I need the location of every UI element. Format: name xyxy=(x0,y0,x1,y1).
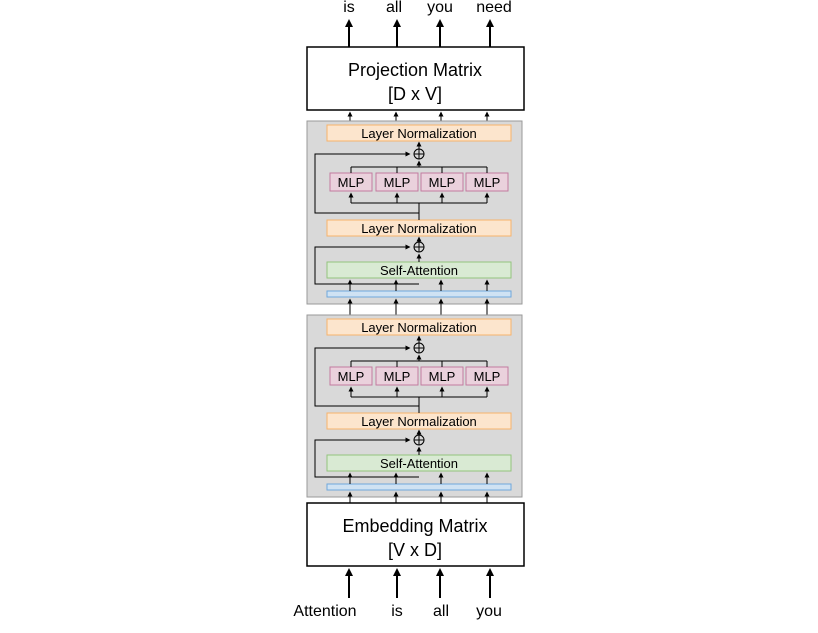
input-token: you xyxy=(476,603,502,620)
projection-matrix: Projection Matrix [D x V] xyxy=(306,46,525,111)
transformer-block: Layer Normalization MLP MLP MLP MLP Laye… xyxy=(306,314,523,498)
layer-norm-label: Layer Normalization xyxy=(361,414,477,429)
mlp-label: MLP xyxy=(338,369,365,384)
mlp-label: MLP xyxy=(429,369,456,384)
mlp-label: MLP xyxy=(384,175,411,190)
input-bar xyxy=(326,483,512,491)
input-bar xyxy=(326,290,512,298)
output-tokens: is all you need xyxy=(343,0,512,16)
mlp-label: MLP xyxy=(338,175,365,190)
embedding-dims: [V x D] xyxy=(388,540,442,560)
layer-norm-label: Layer Normalization xyxy=(361,221,477,236)
embedding-matrix: Embedding Matrix [V x D] xyxy=(306,502,525,567)
output-arrows xyxy=(345,19,494,47)
projection-title: Projection Matrix xyxy=(348,60,482,80)
mlp-label: MLP xyxy=(474,175,501,190)
mlp-label: MLP xyxy=(384,369,411,384)
layer-norm-label: Layer Normalization xyxy=(361,126,477,141)
mlp-row: MLP MLP MLP MLP xyxy=(329,172,509,192)
output-token: you xyxy=(427,0,453,16)
projection-dims: [D x V] xyxy=(388,84,442,104)
input-arrows xyxy=(345,568,494,598)
mlp-label: MLP xyxy=(474,369,501,384)
input-token: all xyxy=(433,603,449,620)
transformer-block: Layer Normalization MLP MLP MLP MLP Laye… xyxy=(306,120,523,305)
input-token: Attention xyxy=(293,603,356,620)
output-token: all xyxy=(386,0,402,16)
output-token: is xyxy=(343,0,355,16)
output-token: need xyxy=(476,0,512,16)
layer-norm-label: Layer Normalization xyxy=(361,320,477,335)
inter-block-arrows xyxy=(347,298,490,316)
input-token: is xyxy=(391,603,403,620)
mlp-row: MLP MLP MLP MLP xyxy=(329,366,509,386)
input-tokens: Attention is all you xyxy=(293,603,501,620)
mlp-label: MLP xyxy=(429,175,456,190)
self-attention-label: Self-Attention xyxy=(380,456,458,471)
self-attention-label: Self-Attention xyxy=(380,263,458,278)
embedding-output-arrows xyxy=(347,491,490,503)
embedding-title: Embedding Matrix xyxy=(342,516,487,536)
